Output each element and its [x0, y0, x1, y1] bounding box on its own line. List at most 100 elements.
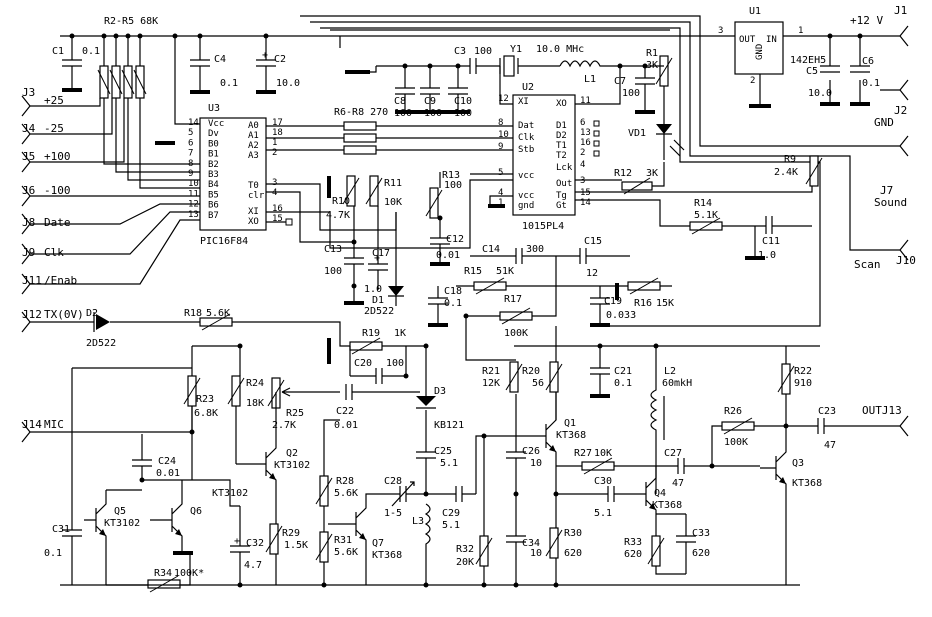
- l2-val: 60mkH: [662, 378, 692, 389]
- r19-val: 1K: [394, 328, 406, 339]
- c15-val: 12: [586, 268, 598, 279]
- u2-pin-number: 2: [580, 148, 585, 158]
- d2-val: 2D522: [86, 338, 116, 349]
- q3-ref: Q3: [792, 458, 804, 469]
- r16-val: 15K: [656, 298, 674, 309]
- r21-val: 12K: [482, 378, 500, 389]
- r24-ref: R24: [246, 378, 264, 389]
- q1-ref: Q1: [564, 418, 576, 429]
- j10-ref: J10: [896, 254, 916, 267]
- vd1-ref: VD1: [628, 128, 646, 139]
- u2-pin-number: 11: [580, 96, 591, 106]
- r31-ref: R31: [334, 535, 352, 546]
- c34-ref: C34: [522, 538, 540, 549]
- c21-ref: C21: [614, 366, 632, 377]
- c20-val: 100: [386, 358, 404, 369]
- u2-pin-number: 13: [580, 128, 591, 138]
- u3-pin-name: B7: [208, 211, 219, 221]
- u3-pin-number: 15: [272, 214, 283, 224]
- r16-ref: R16: [634, 298, 652, 309]
- u2-ref: U2: [522, 82, 534, 93]
- r23-ref: R23: [196, 394, 214, 405]
- u2-pin-number: 6: [580, 118, 585, 128]
- u1-ref: U1: [749, 6, 761, 17]
- ic-u3-pic16f84: U3 PIC16F84 Vcc14Dv5B06B17B28B39B410B511…: [188, 103, 283, 247]
- r34-ref: R34: [154, 568, 172, 579]
- u2-pin-name: XI: [518, 97, 529, 107]
- u3-pin-number: 17: [272, 118, 283, 128]
- r14-ref: R14: [694, 198, 712, 209]
- c20-ref: C20: [354, 358, 372, 369]
- u3-pin-number: 6: [188, 138, 193, 148]
- r26-val: 100K: [724, 437, 748, 448]
- j7-ref: J7: [880, 184, 893, 197]
- u3-pin-name: B4: [208, 180, 219, 190]
- u3-pin-number: 5: [188, 128, 193, 138]
- ic-u1-regulator: U1 OUT IN GND 142EH5 3 1 2: [718, 6, 826, 86]
- r32-ref: R32: [456, 544, 474, 555]
- u3-pin-name: XO: [248, 217, 259, 227]
- c3-val: 100: [474, 46, 492, 57]
- interconnect-wires: [60, 33, 863, 588]
- r25-val: 2.7K: [272, 420, 296, 431]
- c11-ref: C11: [762, 236, 780, 247]
- d1-ref: D1: [372, 295, 384, 306]
- r25-ref: R25: [286, 408, 304, 419]
- u2-pin-name: T1: [556, 141, 567, 151]
- r30-ref: R30: [564, 528, 582, 539]
- r29-val: 1.5K: [284, 540, 308, 551]
- q7-ref: Q7: [372, 538, 384, 549]
- c17-plus: +: [374, 253, 380, 264]
- c7-val: 100: [622, 88, 640, 99]
- c32-ref: C32: [246, 538, 264, 549]
- r11-val: 10K: [384, 197, 402, 208]
- u3-pin-name: Dv: [208, 129, 219, 139]
- c28-val: 1-5: [384, 508, 402, 519]
- j10-label: Scan: [854, 258, 881, 271]
- q1-val: KT368: [556, 430, 586, 441]
- r22-val: 910: [794, 378, 812, 389]
- r15-ref: R15: [464, 266, 482, 277]
- c26-ref: C26: [522, 446, 540, 457]
- c22-val: 0.01: [334, 420, 358, 431]
- u2-pin-name: vcc: [518, 191, 534, 201]
- u3-ref: U3: [208, 103, 220, 114]
- u2-pin-number: 15: [580, 188, 591, 198]
- q7-val: KT368: [372, 550, 402, 561]
- j2-ref: J2: [894, 104, 907, 117]
- c13-ref: C13: [324, 244, 342, 255]
- j12-label: TX(0V): [44, 308, 84, 321]
- u3-pin-name: B3: [208, 170, 219, 180]
- r15-val: 51K: [496, 266, 514, 277]
- u3-pin-name: B2: [208, 160, 219, 170]
- r13-val: 100: [444, 180, 462, 191]
- u3-pin-number: 1: [272, 138, 277, 148]
- r19-ref: R19: [362, 328, 380, 339]
- u2-pin-number: 14: [580, 198, 591, 208]
- c33-ref: C33: [692, 528, 710, 539]
- r24-val: 18K: [246, 398, 264, 409]
- u3-pin-name: A1: [248, 131, 259, 141]
- r20-ref: R20: [522, 366, 540, 377]
- c29-val: 5.1: [442, 520, 460, 531]
- c14-val: 300: [526, 244, 544, 255]
- j13-label: OUTJ13: [862, 404, 902, 417]
- u3-pin-name: A2: [248, 141, 259, 151]
- c5-val: 10.0: [808, 88, 832, 99]
- q5-val: KT3102: [104, 518, 140, 529]
- u2-pin-name: D2: [556, 131, 567, 141]
- u3-pin-number: 11: [188, 189, 199, 199]
- u3-pin-number: 3: [272, 178, 277, 188]
- c2-plus: +: [262, 50, 268, 61]
- capacitors: C1 0.1 C4 0.1 + C2 10.0 C5 10.0 C6 0.1 C…: [44, 36, 880, 585]
- r30-val: 620: [564, 548, 582, 559]
- u2-pin-number: 5: [498, 168, 503, 178]
- c14-ref: C14: [482, 244, 500, 255]
- u3-pin-number: 10: [188, 179, 199, 189]
- c13-val: 100: [324, 266, 342, 277]
- c19-val: 0.033: [606, 310, 636, 321]
- q4-val: KT368: [652, 500, 682, 511]
- u3-pin-number: 7: [188, 149, 193, 159]
